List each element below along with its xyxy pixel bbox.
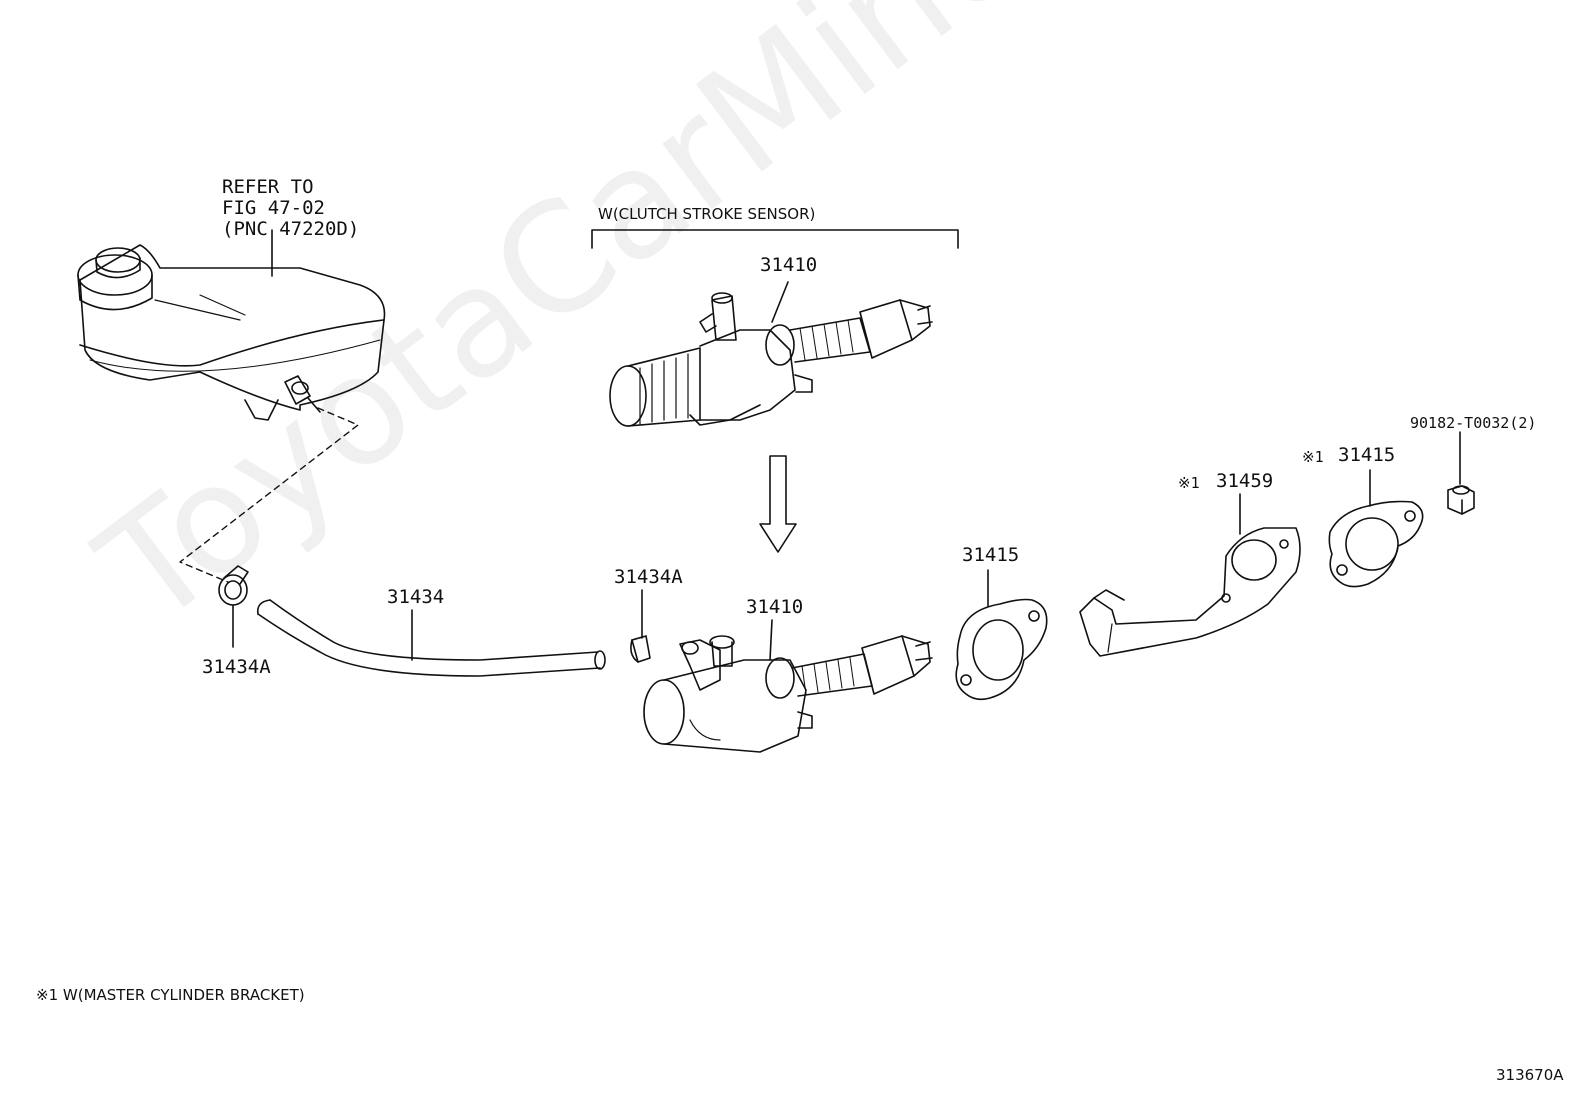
- sensor-bracket-line: [591, 229, 959, 249]
- part-number-nut: 90182-T0032(2): [1410, 414, 1537, 432]
- bracket: [1079, 527, 1301, 657]
- clip-mid: [630, 635, 651, 663]
- down-arrow: [759, 455, 797, 553]
- part-number-31434A-mid: 31434A: [614, 566, 683, 588]
- gasket-mid: [955, 598, 1048, 701]
- marker-31415: ※1: [1302, 448, 1324, 466]
- refer-note-line3: (PNC 47220D): [222, 218, 360, 240]
- clamp-left: [218, 565, 249, 606]
- part-number-31434: 31434: [387, 586, 445, 608]
- hose: [256, 599, 606, 677]
- gasket-right: [1328, 500, 1424, 588]
- refer-note-line1: REFER TO: [222, 176, 314, 198]
- part-number-31415-mid: 31415: [962, 544, 1020, 566]
- part-number-31410-top: 31410: [760, 254, 818, 276]
- part-number-31459: 31459: [1216, 470, 1274, 492]
- figure-id: 313670A: [1496, 1066, 1564, 1084]
- part-number-31415-right: 31415: [1338, 444, 1396, 466]
- reservoir-tank: [77, 244, 386, 421]
- dashed-hose-route: [179, 407, 359, 583]
- footnote: ※1 W(MASTER CYLINDER BRACKET): [36, 986, 305, 1004]
- leader-31410-bottom: [769, 619, 773, 661]
- part-number-31434A-left: 31434A: [202, 656, 271, 678]
- clutch-sensor-note: W(CLUTCH STROKE SENSOR): [598, 205, 816, 223]
- master-cylinder-bottom: [643, 635, 933, 753]
- marker-31459: ※1: [1178, 474, 1200, 492]
- master-cylinder-top: [609, 292, 933, 427]
- nut: [1447, 485, 1475, 515]
- part-number-31410-bottom: 31410: [746, 596, 804, 618]
- leader-31410-top: [771, 281, 789, 323]
- refer-note-line2: FIG 47-02: [222, 197, 325, 219]
